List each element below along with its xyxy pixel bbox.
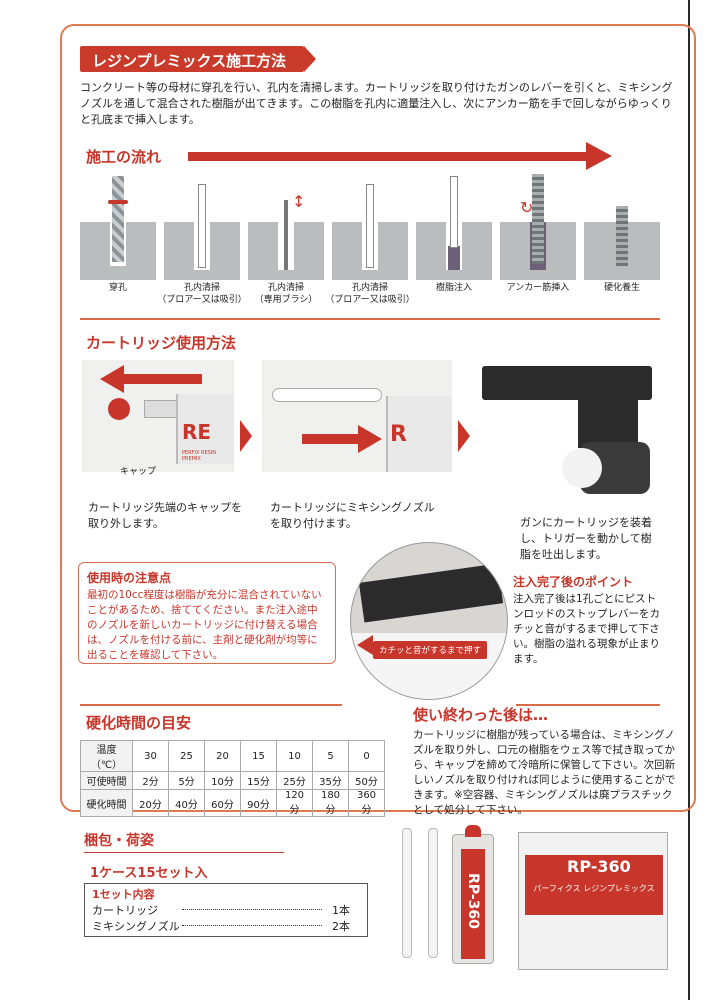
nozzle-image [402,828,412,958]
flow-step-insert: ↻ アンカー筋挿入 [500,170,576,293]
flow-strip: 穿孔 孔内清掃 （ブロアー又は吸引） ↕ 孔内清掃 （専用ブラシ） 孔内清掃 （ブロア… [80,170,660,305]
cartridge-title: カートリッジ使用方法 [86,334,237,352]
flow-step-label: 孔内清掃 [267,283,304,293]
nozzle-image [428,828,438,958]
table-row: 温度（℃） 30 25 20 15 10 5 0 [80,740,385,772]
cartridge-image: RP-360 [452,825,494,964]
photo-stop-lever: カチッと音がするまで押す [350,542,508,700]
flow-step-drill: 穿孔 [80,170,156,293]
box-image: RP-360 パーフィクス レジンプレミックス [518,832,668,970]
step3-text: ガンにカートリッジを装着し、トリガーを動かして樹脂を吐出します。 [520,516,652,561]
flow-arrow [188,152,588,161]
table-row: 可使時間 2分 5分 10分 15分 25分 35分 50分 [80,771,385,790]
flow-step-label: 樹脂注入 [435,283,472,293]
product-letter: RE [182,420,212,444]
caution-box: 使用時の注意点 最初の10cc程度は樹脂が充分に混合されていないことがあるため、… [78,562,336,664]
packing-title: 梱包・荷姿 [84,833,154,849]
divider [80,704,342,706]
caution-title: 使用時の注意点 [87,571,172,585]
divider [80,318,660,320]
photo-attach-nozzle: R [262,360,452,472]
flow-step-label: 孔内清掃 [351,283,388,293]
flow-step-blow-1: 孔内清掃 （ブロアー又は吸引） [157,170,247,305]
after-text: カートリッジに樹脂が残っている場合は、ミキシングノズルを取り外し、口元の樹脂をウ… [413,729,676,816]
main-title: レジンプレミックス施工方法 [80,46,317,72]
product-name: RP-360 [465,873,481,929]
step2-text: カートリッジにミキシングノズルを取り付けます。 [270,501,435,530]
flow-step-label: 孔内清掃 [183,283,220,293]
list-item: ミキシングノズル 2本 [92,920,350,933]
step1-text: カートリッジ先端のキャップを取り外します。 [88,501,242,530]
photo-remove-cap: RE PERFIX RESIN PREMIX [82,360,234,472]
cure-table: 温度（℃） 30 25 20 15 10 5 0 可使時間 2分 5分 10分 … [80,740,385,817]
flow-step-sub: （ブロアー又は吸引） [157,295,247,305]
page-edge-rule [688,0,690,1000]
point-title: 注入完了後のポイント [513,575,634,589]
set-box [84,883,368,937]
chevron-right-icon [458,420,470,452]
push-label: カチッと音がするまで押す [373,641,488,659]
set-title: 1セット内容 [92,888,155,901]
flow-step-cure: 硬化養生 [584,170,660,293]
intro-text: コンクリート等の母材に穿孔を行い、孔内を清掃します。カートリッジを取り付けたガン… [80,81,673,126]
flow-step-label: 穿孔 [108,283,127,293]
after-title: 使い終わった後は… [413,706,549,724]
point-text: 注入完了後は1孔ごとにピストンロッドのストップレバーをカチッと音がするまで押して… [513,593,660,665]
product-text: PERFIX RESIN PREMIX [182,450,217,462]
divider [84,852,284,853]
table-row: 硬化時間 20分 40分 60分 90分 120分 180分 360分 [80,789,385,817]
photo-gun [478,360,660,510]
flow-arrow-head [586,142,612,170]
divider [516,704,660,706]
cure-title: 硬化時間の目安 [86,714,192,732]
cap-label: キャップ [120,467,157,477]
flow-step-sub: （専用ブラシ） [254,295,318,305]
packing-case: 1ケース15セット入 [90,866,208,881]
flow-step-blow-2: 孔内清掃 （ブロアー又は吸引） [325,170,415,305]
up-down-arrow-icon: ↕ [292,192,306,211]
flow-step-brush: ↕ 孔内清掃 （専用ブラシ） [248,170,324,305]
flow-step-label: 硬化養生 [603,283,640,293]
chevron-right-icon [240,420,252,452]
list-item: カートリッジ 1本 [92,904,350,917]
flow-step-sub: （ブロアー又は吸引） [325,295,415,305]
flow-title: 施工の流れ [86,148,162,166]
flow-step-label: アンカー筋挿入 [506,283,570,293]
flow-step-inject: 樹脂注入 [416,170,492,293]
caution-text: 最初の10cc程度は樹脂が充分に混合されていないことがあるため、捨ててください。… [87,589,322,661]
rotate-arrow-icon: ↻ [520,198,534,217]
